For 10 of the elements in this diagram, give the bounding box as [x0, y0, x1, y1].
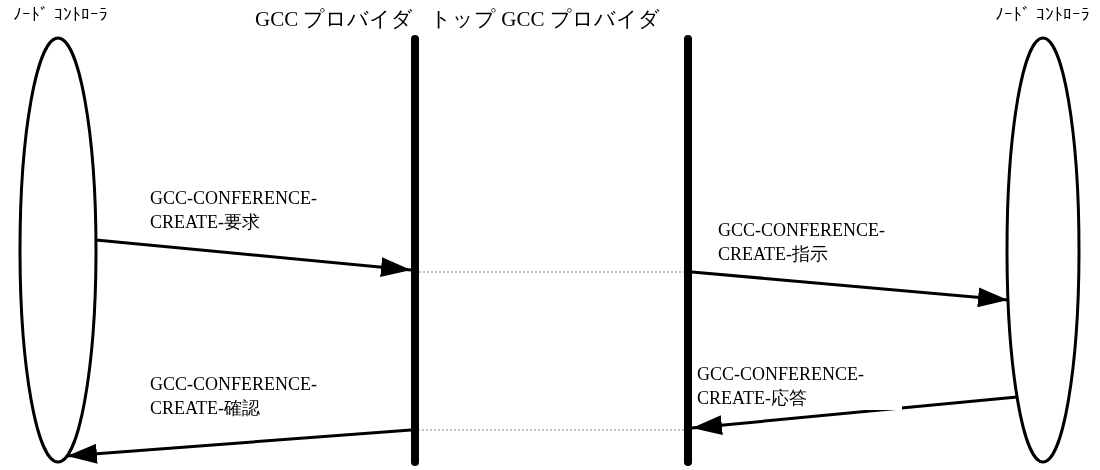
dashed-line — [418, 429, 685, 431]
lifeline-title: ﾉｰﾄﾞ ｺﾝﾄﾛｰﾗ — [995, 3, 1091, 26]
arrow — [691, 270, 1009, 308]
dashed-line — [418, 271, 685, 273]
lifeline-title: トップ GCC プロバイダ — [430, 7, 660, 31]
arrow — [95, 238, 412, 278]
lifeline-title: ﾉｰﾄﾞ ｺﾝﾄﾛｰﾗ — [13, 3, 109, 26]
arrow — [691, 395, 1018, 436]
lifeline-title: GCC プロバイダ — [255, 7, 414, 31]
arrow — [66, 428, 412, 464]
